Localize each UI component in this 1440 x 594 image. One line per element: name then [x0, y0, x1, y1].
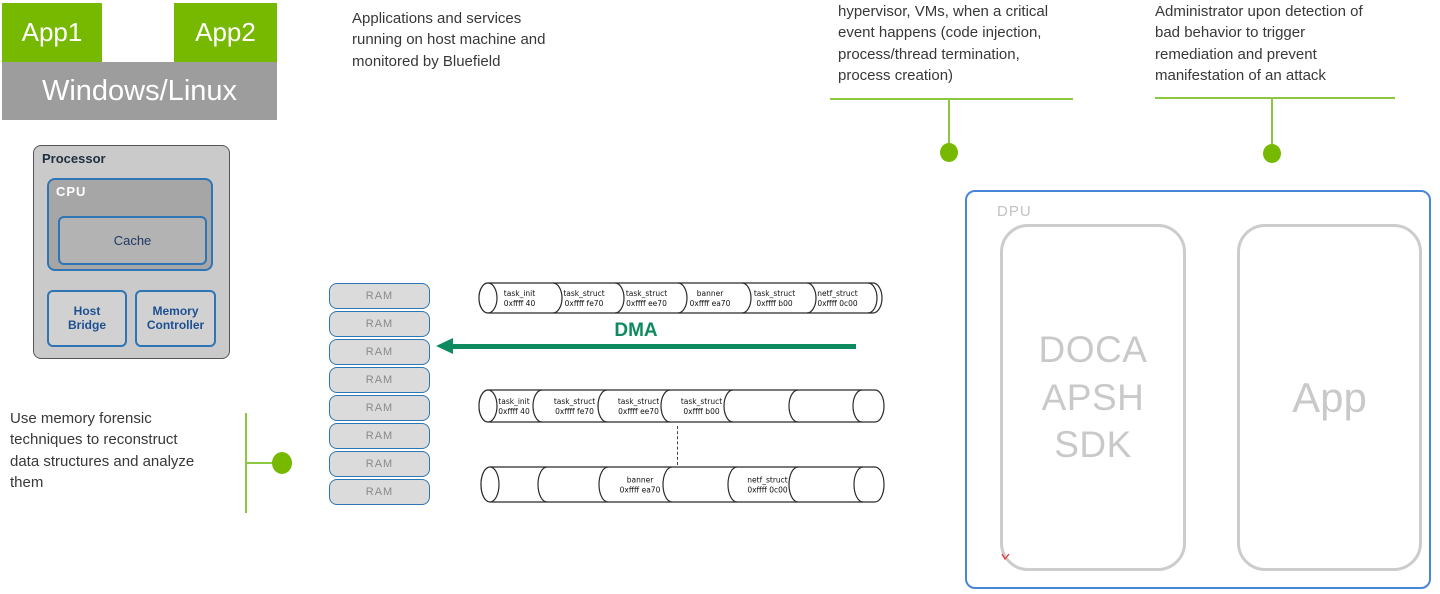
ram-box: RAM — [329, 395, 430, 421]
apps-note: Applications and services running on hos… — [352, 10, 546, 70]
os-box: Windows/Linux — [2, 62, 277, 120]
svg-text:banner: banner — [697, 289, 724, 298]
svg-text:0xffff fe70: 0xffff fe70 — [555, 407, 594, 416]
forensics-note: Use memory forensic techniques to recons… — [10, 410, 195, 491]
host-bridge-box: Host Bridge — [47, 290, 127, 347]
ram-box: RAM — [329, 339, 430, 365]
events-underline — [830, 98, 1073, 100]
admin-connector-dot — [1263, 144, 1281, 163]
sdk-line-3: SDK — [1054, 424, 1132, 466]
processor-box: Processor CPU Cache Host Bridge Memory C… — [33, 145, 230, 359]
svg-text:task_init: task_init — [504, 289, 535, 298]
processor-label: Processor — [42, 151, 106, 166]
app1-label: App1 — [21, 17, 83, 47]
ram-box: RAM — [329, 283, 430, 309]
cache-box: Cache — [58, 216, 207, 265]
svg-text:0xffff fe70: 0xffff fe70 — [565, 299, 604, 308]
svg-text:0xffff 40: 0xffff 40 — [498, 407, 530, 416]
dpu-app-box: App — [1237, 224, 1422, 571]
svg-text:task_struct: task_struct — [618, 397, 659, 406]
admin-note: Administrator upon detection of bad beha… — [1155, 3, 1363, 84]
os-label: Windows/Linux — [41, 74, 238, 107]
events-note: hypervisor, VMs, when a critical event h… — [838, 3, 1049, 84]
svg-text:0xffff b00: 0xffff b00 — [683, 407, 719, 416]
dpu-label: DPU — [997, 203, 1032, 220]
dpu-box: DPU DOCA APSH SDK App — [965, 190, 1431, 589]
svg-text:0xffff 0c00: 0xffff 0c00 — [747, 486, 788, 495]
ram-box: RAM — [329, 451, 430, 477]
ram-box: RAM — [329, 311, 430, 337]
dma-arrowhead-icon — [436, 338, 453, 354]
sdk-line-2: APSH — [1041, 376, 1145, 418]
svg-text:0xffff b00: 0xffff b00 — [756, 299, 792, 308]
dma-label: DMA — [614, 320, 658, 341]
admin-connector-line — [1271, 98, 1273, 144]
svg-text:netf_struct: netf_struct — [747, 476, 788, 485]
svg-text:0xffff 0c00: 0xffff 0c00 — [817, 299, 858, 308]
admin-underline — [1155, 97, 1395, 99]
svg-text:0xffff ea70: 0xffff ea70 — [620, 486, 661, 495]
memory-controller-box: Memory Controller — [135, 290, 216, 347]
svg-text:task_struct: task_struct — [754, 289, 795, 298]
dma-arrow-line — [450, 344, 856, 349]
cpu-box: CPU Cache — [47, 178, 213, 271]
svg-text:banner: banner — [627, 476, 654, 485]
ram-box: RAM — [329, 367, 430, 393]
svg-text:task_struct: task_struct — [626, 289, 667, 298]
cylinder-dashed-connector — [677, 426, 678, 465]
cpu-label: CPU — [56, 184, 87, 199]
svg-text:0xffff 40: 0xffff 40 — [504, 299, 536, 308]
forensics-connector-dot — [272, 452, 292, 474]
doca-apsh-sdk-box: DOCA APSH SDK — [1000, 224, 1186, 571]
host-bridge-label: Host Bridge — [67, 303, 106, 332]
svg-text:0xffff ee70: 0xffff ee70 — [626, 299, 667, 308]
svg-text:0xffff ee70: 0xffff ee70 — [618, 407, 659, 416]
cache-label: Cache — [113, 233, 152, 248]
ram-box: RAM — [329, 423, 430, 449]
svg-text:task_struct: task_struct — [554, 397, 595, 406]
dpu-app-label: App — [1292, 373, 1367, 421]
svg-text:task_init: task_init — [498, 397, 529, 406]
sdk-line-1: DOCA — [1038, 329, 1148, 371]
app2-box: App2 — [174, 3, 277, 62]
app1-box: App1 — [2, 3, 102, 62]
svg-text:0xffff ea70: 0xffff ea70 — [690, 299, 731, 308]
forensics-connector-stub — [246, 462, 274, 464]
ram-box: RAM — [329, 479, 430, 505]
svg-text:netf_struct: netf_struct — [817, 289, 858, 298]
svg-text:task_struct: task_struct — [681, 397, 722, 406]
events-connector-line — [948, 99, 950, 144]
events-connector-dot — [940, 143, 958, 162]
svg-text:task_struct: task_struct — [563, 289, 604, 298]
app2-label: App2 — [195, 17, 256, 47]
red-mark — [1001, 553, 1010, 561]
memory-controller-label: Memory Controller — [146, 303, 205, 332]
